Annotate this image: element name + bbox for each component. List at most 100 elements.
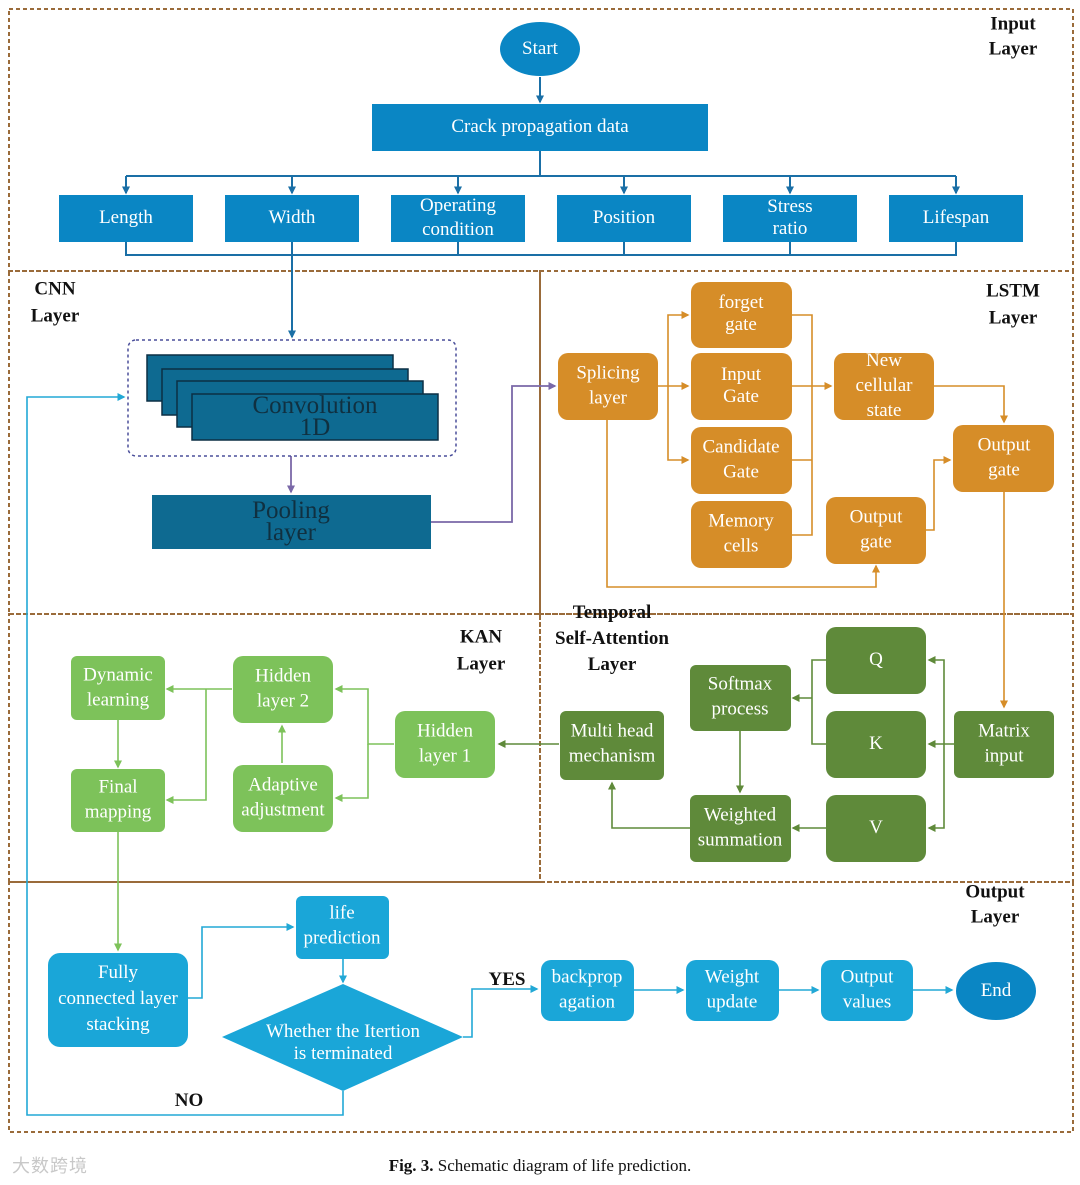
no-label: NO: [175, 1090, 204, 1111]
svg-text:Position: Position: [593, 207, 656, 228]
svg-text:K: K: [869, 733, 883, 754]
caption-text: Schematic diagram of life prediction.: [437, 1156, 692, 1175]
watermark-logo: 大数跨境: [12, 1156, 88, 1177]
arrow-outgate-to-output: [926, 456, 952, 531]
arrow-splicing-to-output-gate: [606, 420, 880, 588]
cnn-dashed-group: [127, 339, 457, 457]
svg-text:V: V: [869, 817, 883, 838]
arrow-pooling-to-splicing: [431, 382, 557, 523]
k-node: K: [826, 711, 926, 778]
arrow-matrix-to-q: [927, 656, 945, 744]
arrow-hidden1-to-hidden2: [334, 685, 394, 745]
line-feature-collector: [125, 242, 957, 256]
caption-figure-label: Fig. 3.: [388, 1156, 434, 1175]
svg-text:Crack propagation data: Crack propagation data: [451, 116, 629, 137]
arrow-matrix-to-v: [927, 744, 945, 832]
arrow-splicing-to-forget: [667, 311, 690, 386]
arrow-hidden2-to-final: [165, 689, 207, 804]
kan-layer-region: [8, 613, 541, 883]
svg-text:Width: Width: [269, 207, 316, 228]
arrow-splicing-to-candidate: [667, 386, 690, 464]
arrow-fully-to-life: [188, 923, 295, 999]
q-node: Q: [826, 627, 926, 694]
figure-caption: Fig. 3. Schematic diagram of life predic…: [0, 1156, 1080, 1176]
svg-text:Length: Length: [99, 207, 153, 228]
start-node: Start: [500, 22, 580, 76]
length-node: Length: [59, 195, 193, 242]
end-node: End: [956, 962, 1036, 1020]
crack-propagation-node: Crack propagation data: [372, 104, 708, 151]
cnn-layer-region: [8, 270, 541, 615]
arrow-newcell-to-output: [934, 385, 1008, 424]
arrow-yes-to-backprop: [463, 985, 539, 1038]
line-qk-join: [811, 659, 826, 745]
lifespan-node: Lifespan: [889, 195, 1023, 242]
yes-label: YES: [489, 969, 526, 990]
line-gates-bus: [792, 314, 813, 536]
arrow-hidden1-to-adaptive: [334, 744, 369, 802]
arrow-weighted-to-multihead: [608, 781, 690, 829]
svg-text:Q: Q: [869, 649, 883, 670]
arrow-no-loop-to-cnn: [26, 393, 344, 1116]
output-layer-region: [8, 881, 1074, 1133]
temporal-attention-region: [539, 613, 1074, 883]
v-node: V: [826, 795, 926, 862]
svg-text:End: End: [981, 980, 1012, 1001]
